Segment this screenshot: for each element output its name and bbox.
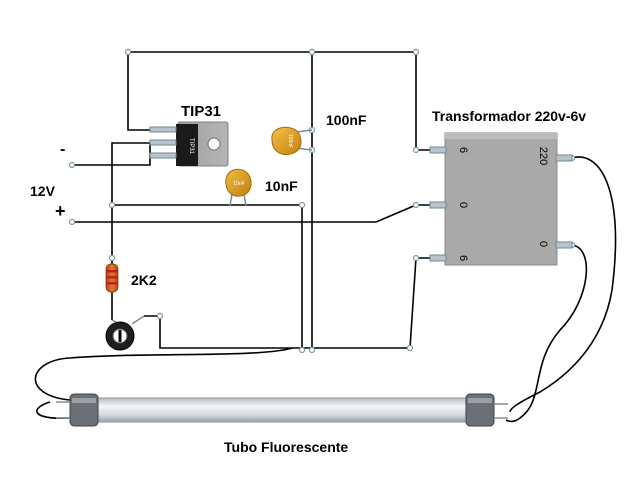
wire-transistor-mid (111, 142, 150, 205)
node (156, 312, 164, 320)
tube-label: Tubo Fluorescente (224, 439, 348, 455)
resistor-band-3 (106, 282, 118, 285)
tube-cap-left-shine (72, 398, 96, 403)
transformer: 6 0 6 220 0 (429, 132, 573, 266)
wire-minus (72, 143, 151, 166)
potentiometer (105, 315, 145, 351)
tf-terminal-left-bottom: 6 (457, 255, 469, 261)
transistor-pin-1 (149, 126, 177, 133)
cap10-lead-b (243, 193, 247, 207)
wire-tube-left-b (36, 401, 71, 419)
tf-pin-right-bottom (555, 241, 573, 249)
node (308, 346, 316, 354)
node (308, 48, 316, 56)
tube-cap-right-shine (468, 398, 492, 403)
node (124, 48, 132, 56)
capacitor-10nF-label: 10nF (265, 178, 298, 194)
node (412, 48, 420, 56)
node (406, 344, 414, 352)
power-plus-sign: + (55, 201, 66, 221)
tf-terminal-right-bottom: 0 (537, 241, 549, 247)
capacitor-10nF: 10nF (225, 168, 252, 207)
resistor-band-2 (106, 276, 118, 279)
tf-terminal-left-top: 6 (457, 147, 469, 153)
wire-tube-left-a (34, 347, 293, 401)
transistor-pin-2 (149, 139, 177, 146)
fluorescent-tube (56, 393, 508, 427)
capacitor-100nF: 100nF (271, 126, 313, 156)
cap100-lead-a (295, 129, 313, 133)
power-voltage-label: 12V (30, 183, 56, 199)
tf-pin-right-top (555, 154, 573, 162)
resistor-label: 2K2 (131, 272, 157, 288)
cap10-body-label: 10nF (233, 181, 244, 187)
transistor-body (176, 124, 198, 166)
node (412, 254, 420, 262)
node (298, 346, 306, 354)
cap10-body (225, 168, 252, 197)
tf-pin-left-bottom (429, 254, 447, 262)
node (68, 161, 76, 169)
transformer-label: Transformador 220v-6v (432, 108, 586, 124)
node (298, 201, 306, 209)
node (68, 218, 76, 226)
cap10-lead-a (229, 193, 233, 207)
wire-tf-bottom-tube (505, 244, 588, 423)
pot-pin-b (131, 315, 145, 325)
capacitor-100nF-label: 100nF (326, 112, 367, 128)
tf-pin-left-top (429, 146, 447, 154)
node (108, 201, 116, 209)
tf-terminal-left-mid: 0 (457, 202, 469, 208)
wires (34, 51, 617, 423)
node (412, 146, 420, 154)
wire-tf-top-tube (509, 156, 617, 413)
transistor-label: TIP31 (181, 103, 221, 120)
wire-pot-bottom (144, 257, 417, 349)
transformer-body (444, 132, 558, 266)
transistor-tip31: TIP31 (149, 121, 229, 167)
cap100-body (271, 126, 302, 156)
resistor-2k2 (105, 263, 119, 293)
transistor-body-label: TIP31 (188, 138, 194, 155)
transformer-edge (445, 133, 557, 139)
node (412, 201, 420, 209)
pot-slot (118, 330, 122, 342)
cap100-body-label: 100nF (287, 134, 293, 148)
transistor-pin-3 (149, 152, 177, 159)
tf-pin-left-mid (429, 201, 447, 209)
resistor-band-1 (106, 270, 118, 273)
transistor-mount-hole (207, 137, 221, 151)
wire-plus (72, 204, 417, 223)
power-minus-sign: - (60, 141, 65, 158)
tf-terminal-right-top: 220 (537, 147, 549, 165)
tube-glass (95, 397, 469, 423)
node (108, 254, 116, 262)
pot-pin-a (111, 319, 117, 323)
